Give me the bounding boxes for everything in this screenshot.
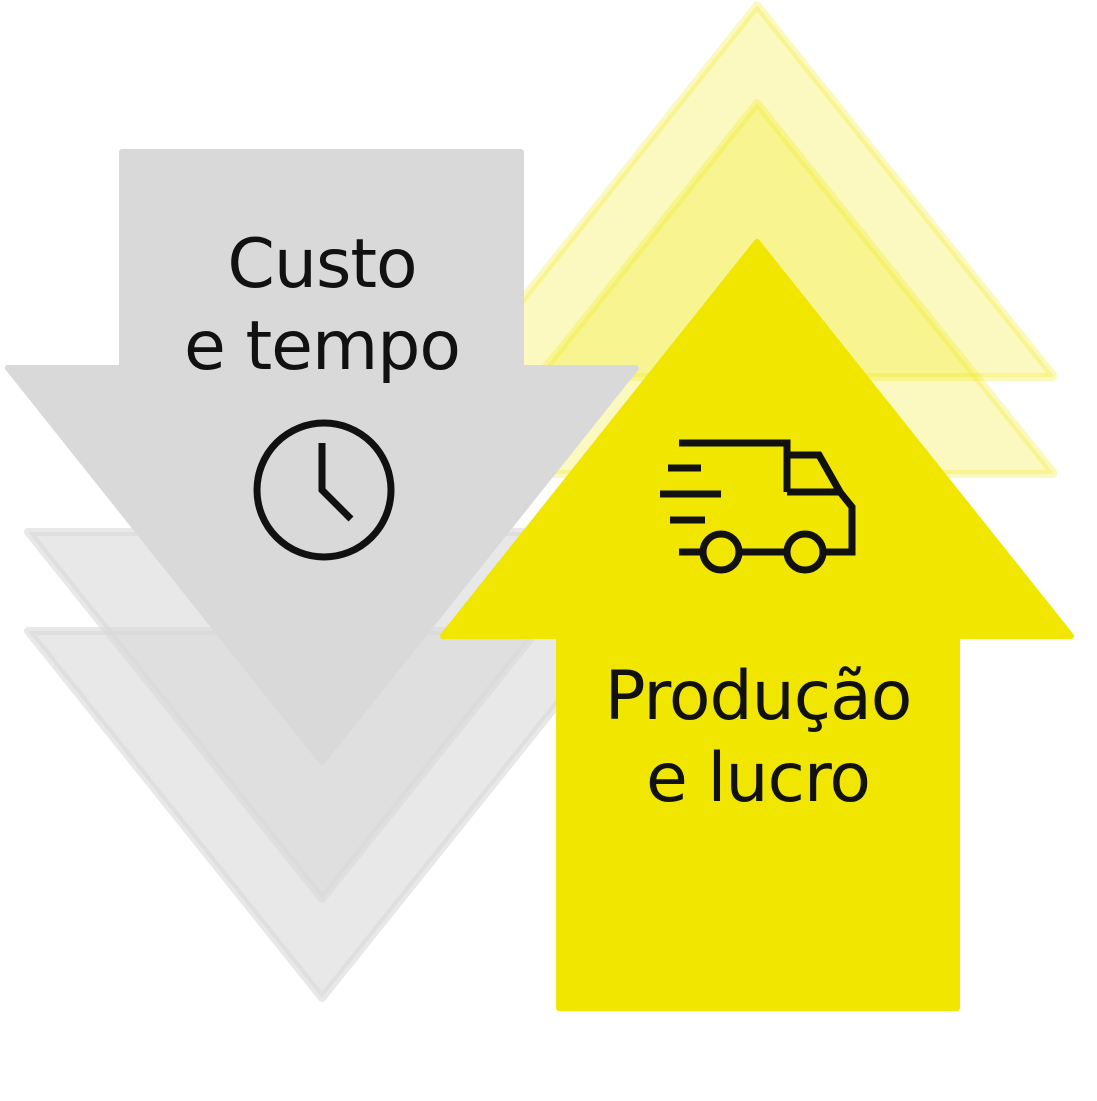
down-arrow-label: Custo e tempo [122, 224, 522, 388]
up-arrow-label-line1: Produção [604, 657, 913, 736]
delivery-truck-icon [660, 439, 856, 574]
down-arrow-label-line1: Custo [227, 225, 417, 304]
up-arrow-label-line2: e lucro [646, 739, 871, 818]
clock-icon [253, 419, 395, 561]
up-arrow-label: Produção e lucro [560, 656, 956, 820]
down-arrow-label-line2: e tempo [184, 307, 461, 386]
up-arrow-shape [440, 239, 1074, 1011]
